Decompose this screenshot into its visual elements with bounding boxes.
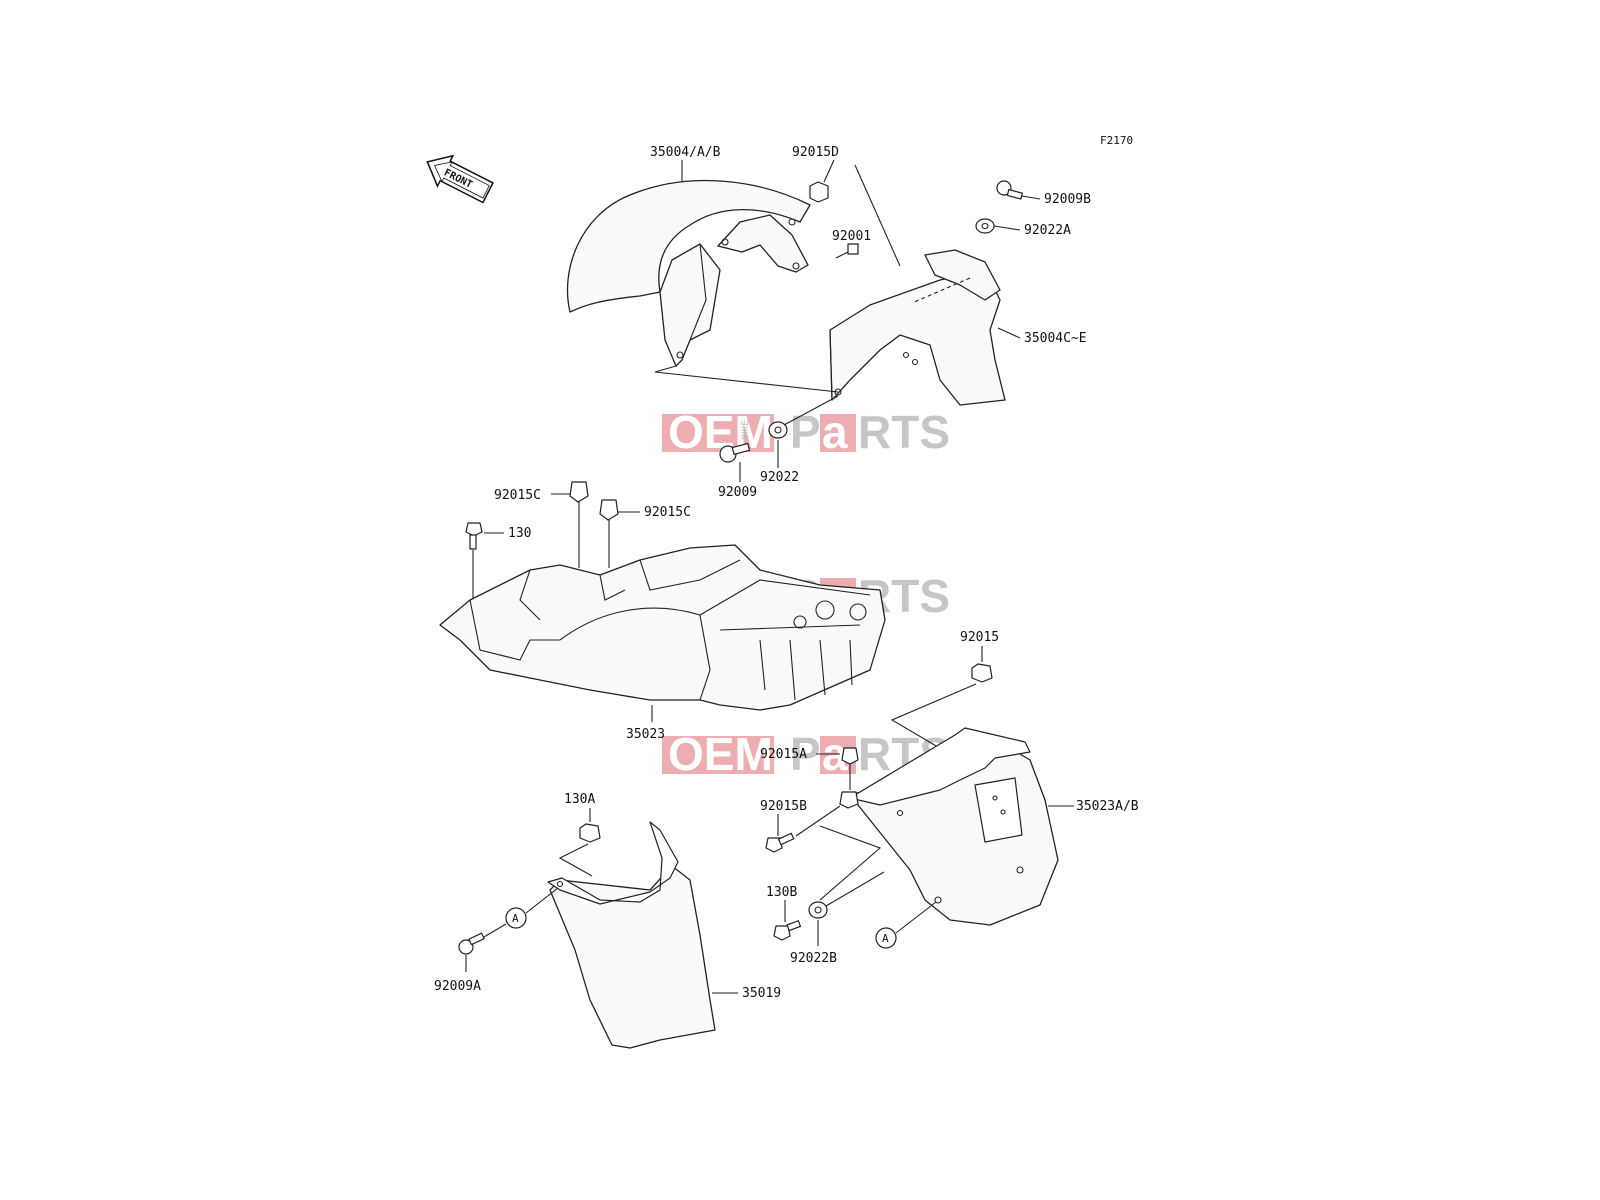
watermark-3: OEM P a RTS (662, 728, 950, 780)
callout-92015B: 130A (564, 792, 595, 807)
svg-text:OEM: OEM (668, 406, 773, 458)
callout-130: 130 (508, 526, 531, 541)
washer-92022 (768, 421, 788, 439)
front-fender-35004CE (829, 249, 1006, 406)
callout-92015A: 92015A (760, 747, 807, 762)
callout-92015: 92015 (960, 630, 999, 645)
washer-92022A (975, 218, 995, 234)
callout-92001: 92001 (832, 229, 871, 244)
callout-35004CE: 35004C~E (1024, 331, 1087, 346)
clip-92015A (839, 747, 859, 809)
callout-35023: 35023 (626, 727, 665, 742)
svg-text:BIKE: BIKE (740, 419, 750, 440)
washer-92022B (808, 901, 828, 919)
callout-92015D: 92015D (792, 145, 839, 160)
bolt-130 (465, 522, 483, 550)
svg-text:RTS: RTS (858, 406, 950, 458)
callout-92009B: 92009B (1044, 192, 1091, 207)
nut-92015D (809, 181, 829, 203)
svg-text:OEM: OEM (668, 728, 773, 780)
front-arrow-icon: FRONT (426, 154, 494, 204)
svg-text:A: A (512, 912, 519, 925)
callout-92015C-right: 92015C (644, 505, 691, 520)
callout-35023AB: 35023A/B (1076, 799, 1139, 814)
clip-92015C-left (569, 481, 589, 503)
bolt-130A (765, 832, 795, 853)
callout-130B: 130B (766, 885, 797, 900)
callout-92022: 92022 (760, 470, 799, 485)
screw-92001 (835, 243, 859, 259)
reference-mark-A-left: A (505, 907, 527, 929)
callout-92009A: 92009A (434, 979, 481, 994)
rear-fender-35023 (439, 544, 886, 711)
front-fender-35004 (566, 179, 811, 367)
callout-92022A: 92022A (1024, 223, 1071, 238)
reference-mark-A-right: A (875, 927, 897, 949)
nut-92015 (971, 663, 993, 683)
callout-35019: 35019 (742, 986, 781, 1001)
clip-92015C-right (599, 499, 619, 521)
callout-92015C-left: 92015C (494, 488, 541, 503)
callout-92022B: 92022B (790, 951, 837, 966)
figure-code: F2170 (1100, 134, 1133, 147)
callout-130A: 92015B (760, 799, 807, 814)
bolt-92009B (996, 180, 1023, 200)
svg-text:A: A (882, 932, 889, 945)
watermark-1: OEM BIKE P a RTS (662, 406, 950, 458)
rear-flap-35023AB (849, 727, 1059, 926)
mudguard-35019 (547, 821, 716, 1049)
callout-35004AB: 35004/A/B (650, 145, 721, 160)
svg-text:a: a (822, 406, 848, 458)
callout-92009: 92009 (718, 485, 757, 500)
bolt-130B (773, 920, 802, 941)
svg-text:P: P (790, 406, 821, 458)
bolt-92009 (719, 442, 751, 463)
nut-92015B (579, 823, 601, 843)
svg-text:P: P (790, 728, 821, 780)
bolt-92009A (458, 932, 485, 955)
